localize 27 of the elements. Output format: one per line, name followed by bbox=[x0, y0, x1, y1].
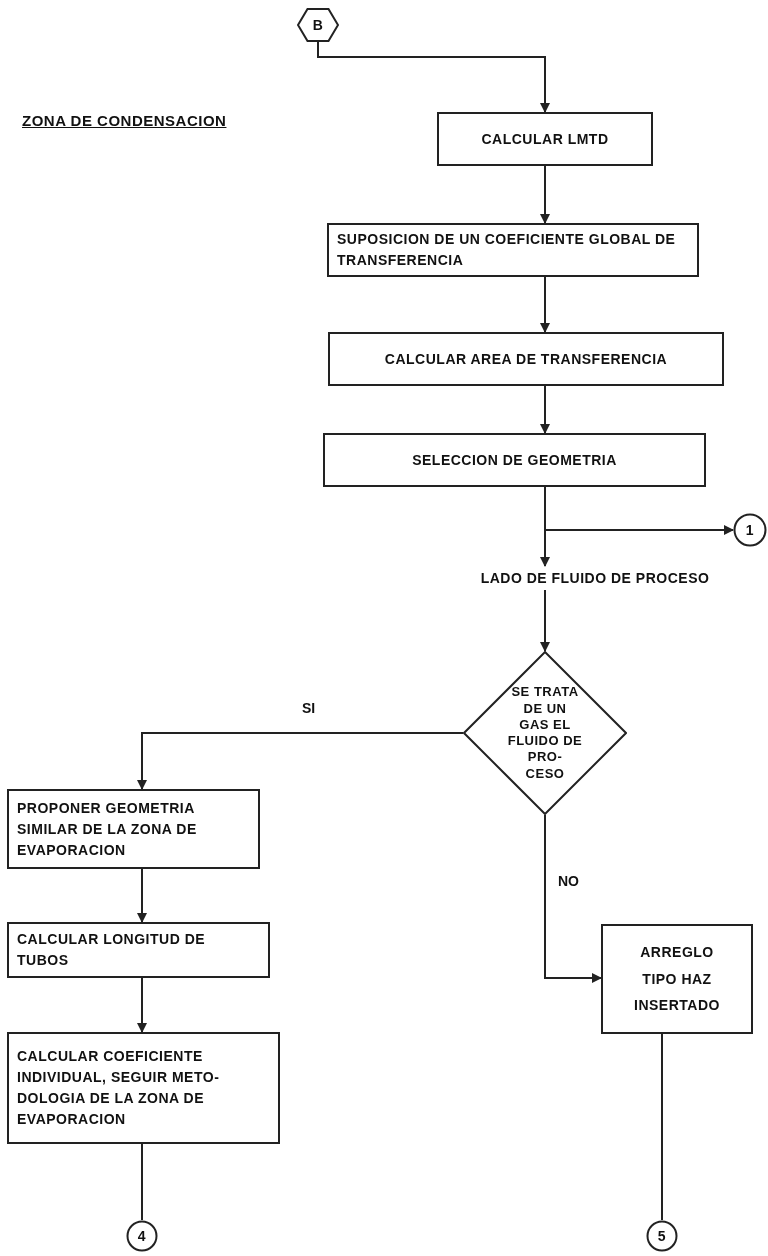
edge-label: NO bbox=[556, 873, 581, 889]
arrow bbox=[137, 732, 464, 790]
connector-hexagon: B bbox=[297, 8, 339, 42]
arrow bbox=[137, 977, 147, 1033]
arrow bbox=[317, 41, 550, 113]
arrow bbox=[540, 486, 550, 567]
process-box: PROPONER GEOMETRIA SIMILAR DE LA ZONA DE EVAPORACION bbox=[7, 789, 260, 869]
connector-circle: 1 bbox=[733, 513, 767, 547]
decision-diamond: SE TRATA DE UN GAS EL FLUIDO DE PRO- CESO bbox=[463, 651, 627, 815]
flow-label: LADO DE FLUIDO DE PROCESO bbox=[430, 566, 760, 590]
process-box: SUPOSICION DE UN COEFICIENTE GLOBAL DE TRANSFERENCIA bbox=[327, 223, 699, 277]
arrow bbox=[540, 165, 550, 224]
arrow bbox=[137, 868, 147, 923]
arrow bbox=[540, 385, 550, 434]
arrow bbox=[540, 276, 550, 333]
arrow bbox=[544, 814, 602, 983]
connector-circle: 4 bbox=[126, 1220, 158, 1252]
connector-circle: 5 bbox=[646, 1220, 678, 1252]
process-box: CALCULAR AREA DE TRANSFERENCIA bbox=[328, 332, 724, 386]
process-box: SELECCION DE GEOMETRIA bbox=[323, 433, 706, 487]
process-box: CALCULAR COEFICIENTE INDIVIDUAL, SEGUIR METO- DOLOGIA DE LA ZONA DE EVAPORACION bbox=[7, 1032, 280, 1144]
arrow bbox=[540, 589, 550, 652]
process-box: CALCULAR LONGITUD DE TUBOS bbox=[7, 922, 270, 978]
process-box: ARREGLO TIPO HAZ INSERTADO bbox=[601, 924, 753, 1034]
section-title: ZONA DE CONDENSACION bbox=[22, 112, 227, 129]
process-box: CALCULAR LMTD bbox=[437, 112, 653, 166]
edge-label: SI bbox=[300, 700, 318, 716]
